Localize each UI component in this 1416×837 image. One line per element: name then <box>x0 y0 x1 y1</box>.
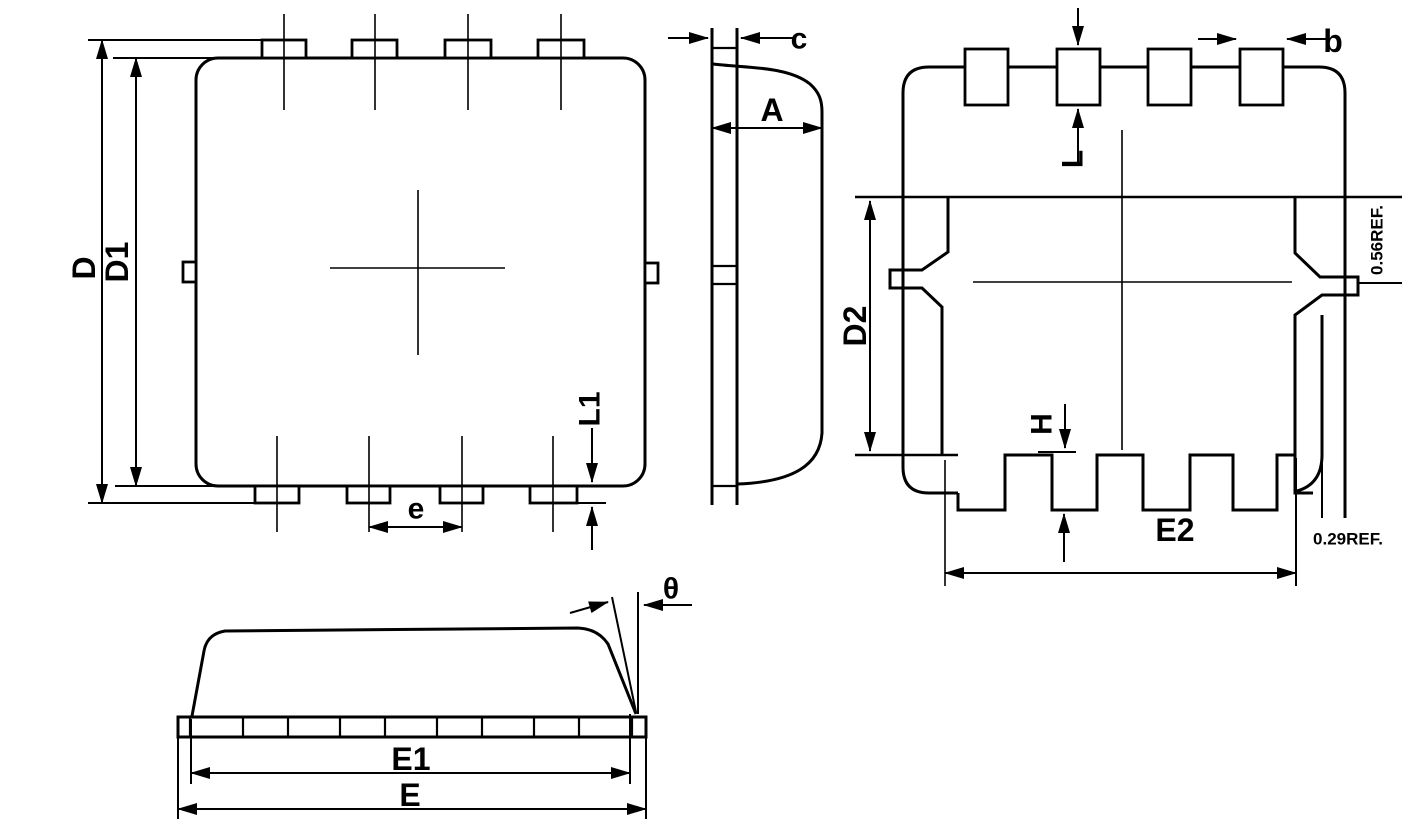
extension-line <box>88 39 606 504</box>
terminal-pad <box>1146 47 1193 107</box>
center-line <box>276 14 562 532</box>
reference-extension-lines <box>1321 282 1402 518</box>
inner-rim-right <box>1296 315 1324 493</box>
ref-label-056: 0.56REF. <box>1368 205 1387 275</box>
leadframe-strip <box>176 715 648 739</box>
dim-label-b: b <box>1323 23 1343 59</box>
substrate-ticks <box>712 46 737 488</box>
dim-label-h: H <box>1026 413 1059 435</box>
side-profile-view: c A <box>668 23 824 505</box>
center-cross <box>973 130 1292 450</box>
side-tab <box>643 261 660 285</box>
mold-dome-outline <box>190 626 638 717</box>
top-view: D D1 e L1 <box>66 14 660 550</box>
dim-label-theta: θ <box>663 573 679 606</box>
front-view: E1 E θ <box>176 573 692 819</box>
dim-label-e: e <box>408 493 425 526</box>
dim-label-e1: E1 <box>391 741 430 777</box>
strip-dividers <box>188 717 634 737</box>
terminal-pad <box>1238 47 1285 107</box>
dim-label-a: A <box>760 92 783 128</box>
dim-label-l1: L1 <box>574 391 607 426</box>
castellated-bottom-edge <box>929 453 1313 512</box>
dimension-arrow-theta <box>569 601 609 614</box>
inner-contour-right <box>1293 197 1360 493</box>
dim-label-e-width: E <box>399 777 420 813</box>
center-cross <box>330 190 505 355</box>
dim-label-d2: D2 <box>837 306 873 347</box>
inner-contour-left <box>888 197 950 455</box>
angle-reference-lines <box>611 592 639 714</box>
side-tab <box>181 260 198 284</box>
bottom-view: L b D2 H E2 0.56REF. 0.29REF. <box>837 8 1402 586</box>
dim-label-d1: D1 <box>99 242 135 283</box>
mold-profile <box>712 62 824 486</box>
dim-label-d: D <box>66 256 102 279</box>
dim-label-c: c <box>791 23 808 56</box>
package-body-outline <box>901 65 1347 518</box>
terminal-pad <box>1055 47 1102 107</box>
ref-label-029: 0.29REF. <box>1313 530 1383 549</box>
dim-label-e2: E2 <box>1155 512 1194 548</box>
dim-label-l: L <box>1057 150 1090 168</box>
terminal-pad <box>963 47 1010 107</box>
